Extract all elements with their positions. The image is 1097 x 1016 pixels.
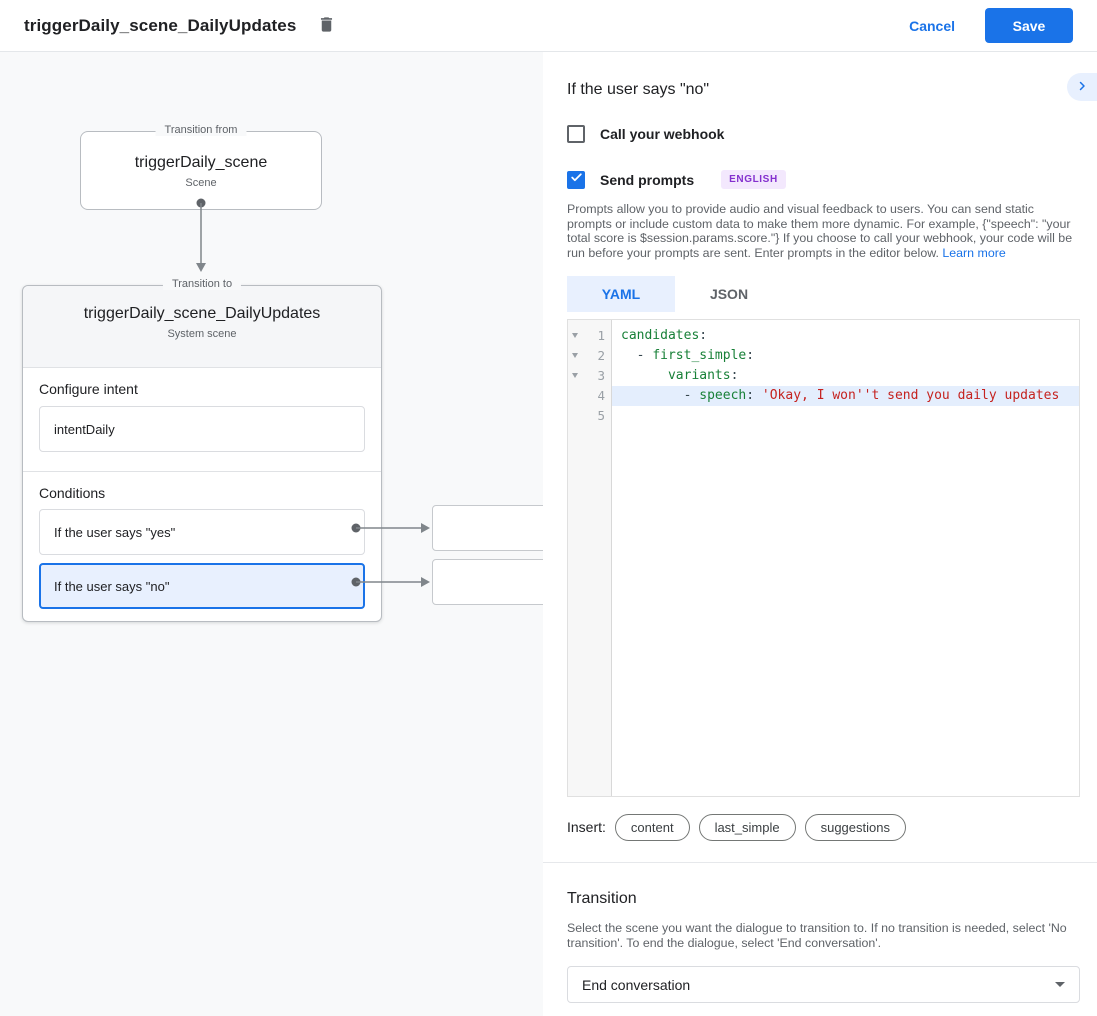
panel-title: If the user says "no" xyxy=(567,81,710,98)
gutter-border xyxy=(611,319,612,796)
to-scene-header: triggerDaily_scene_DailyUpdates System s… xyxy=(23,286,381,368)
code-line: 4 - speech: 'Okay, I won''t send you dai… xyxy=(568,385,1079,406)
from-scene-name: triggerDaily_scene xyxy=(134,154,268,171)
transition-from-node[interactable]: Transition from triggerDaily_scene Scene xyxy=(80,124,322,210)
fold-arrow-icon[interactable] xyxy=(572,353,578,359)
page-title: triggerDaily_scene_DailyUpdates xyxy=(24,15,297,35)
collapse-panel-button[interactable] xyxy=(1067,73,1097,101)
send-prompts-label: Send prompts xyxy=(600,171,695,188)
gutter-cell: 2 xyxy=(568,346,611,366)
gutter-cell: 1 xyxy=(568,326,611,346)
send-prompts-checkbox[interactable] xyxy=(567,170,585,189)
call-webhook-label: Call your webhook xyxy=(600,126,725,142)
line-number: 3 xyxy=(597,368,605,384)
conditions-list: If the user says "yes" If the user says "… xyxy=(39,509,365,609)
line-number: 4 xyxy=(597,388,605,404)
condition-target-node[interactable] xyxy=(432,505,543,551)
gutter-cell: 3 xyxy=(568,366,611,386)
code-line: 5 xyxy=(568,406,1079,426)
to-scene-name: triggerDaily_scene_DailyUpdates xyxy=(83,305,321,322)
insert-content-button[interactable]: content xyxy=(614,813,690,841)
top-bar: triggerDaily_scene_DailyUpdates Cancel S… xyxy=(0,0,1097,52)
code-line: 1 candidates: xyxy=(568,326,1079,346)
gutter-cell: 4 xyxy=(568,386,611,406)
configure-intent-section: Configure intent intentDaily xyxy=(23,368,381,471)
cancel-button[interactable]: Cancel xyxy=(909,17,955,34)
transition-select-value: End conversation xyxy=(582,976,691,993)
from-scene-type: Scene xyxy=(185,177,217,189)
transition-description: Select the scene you want the dialogue t… xyxy=(567,920,1067,950)
fold-arrow-icon[interactable] xyxy=(572,373,578,379)
condition-row[interactable]: If the user says "no" xyxy=(39,563,365,609)
format-tabs: YAML JSON xyxy=(567,275,1080,312)
line-number: 2 xyxy=(597,348,605,364)
insert-label: Insert: xyxy=(567,819,606,836)
section-divider xyxy=(543,861,1097,863)
code-text[interactable]: - first_simple: xyxy=(621,348,755,364)
card-divider xyxy=(23,471,381,472)
transition-section-title: Transition xyxy=(567,889,637,907)
tab-json[interactable]: JSON xyxy=(709,285,749,302)
insert-buttons: content last_simple suggestions xyxy=(606,813,906,841)
webhook-checkbox-row: Call your webhook xyxy=(567,125,1080,143)
code-text[interactable]: candidates: xyxy=(621,328,708,344)
delete-scene-button[interactable] xyxy=(314,14,338,38)
send-prompts-checkbox-row: Send prompts ENGLISH xyxy=(567,170,1080,189)
code-line: 2 - first_simple: xyxy=(568,346,1079,366)
configure-intent-label: Configure intent xyxy=(39,381,138,397)
code-text[interactable]: - speech: 'Okay, I won''t send you daily… xyxy=(612,385,1079,406)
call-webhook-checkbox[interactable] xyxy=(567,125,585,143)
line-number: 1 xyxy=(597,328,605,344)
language-badge: ENGLISH xyxy=(721,170,786,189)
condition-target-node[interactable] xyxy=(432,559,543,605)
conditions-label: Conditions xyxy=(39,485,106,501)
dropdown-caret-icon xyxy=(1055,982,1065,988)
code-text[interactable] xyxy=(612,406,1079,426)
learn-more-link[interactable]: Learn more xyxy=(942,246,1006,261)
scene-diagram-canvas: Transition from triggerDaily_scene Scene… xyxy=(0,52,543,1016)
trash-icon xyxy=(317,15,336,37)
transition-to-card: Transition to triggerDaily_scene_DailyUp… xyxy=(22,278,382,622)
condition-editor-panel: If the user says "no" Call your webhook … xyxy=(543,52,1097,1016)
code-line: 3 variants: xyxy=(568,366,1079,386)
tab-yaml[interactable]: YAML xyxy=(567,275,675,312)
condition-row[interactable]: If the user says "yes" xyxy=(39,509,365,555)
prompts-description-text: Prompts allow you to provide audio and v… xyxy=(567,202,1073,261)
gutter-cell: 5 xyxy=(568,406,611,426)
conditions-section: Conditions If the user says "yes"If the … xyxy=(23,472,381,628)
intent-input[interactable]: intentDaily xyxy=(39,406,365,452)
line-number: 5 xyxy=(597,408,605,424)
to-scene-type: System scene xyxy=(167,328,237,340)
transition-from-legend: Transition from xyxy=(155,124,247,136)
save-button[interactable]: Save xyxy=(985,8,1073,43)
chevron-right-icon xyxy=(1076,80,1088,95)
insert-last_simple-button[interactable]: last_simple xyxy=(698,813,796,841)
fold-arrow-icon[interactable] xyxy=(572,333,578,339)
code-text[interactable]: variants: xyxy=(667,368,739,384)
transition-select[interactable]: End conversation xyxy=(567,966,1080,1004)
prompts-description: Prompts allow you to provide audio and v… xyxy=(567,202,1080,261)
transition-to-legend: Transition to xyxy=(162,278,242,290)
insert-row: Insert: content last_simple suggestions xyxy=(567,813,1080,841)
insert-suggestions-button[interactable]: suggestions xyxy=(804,813,906,841)
checkmark-icon xyxy=(570,171,583,189)
